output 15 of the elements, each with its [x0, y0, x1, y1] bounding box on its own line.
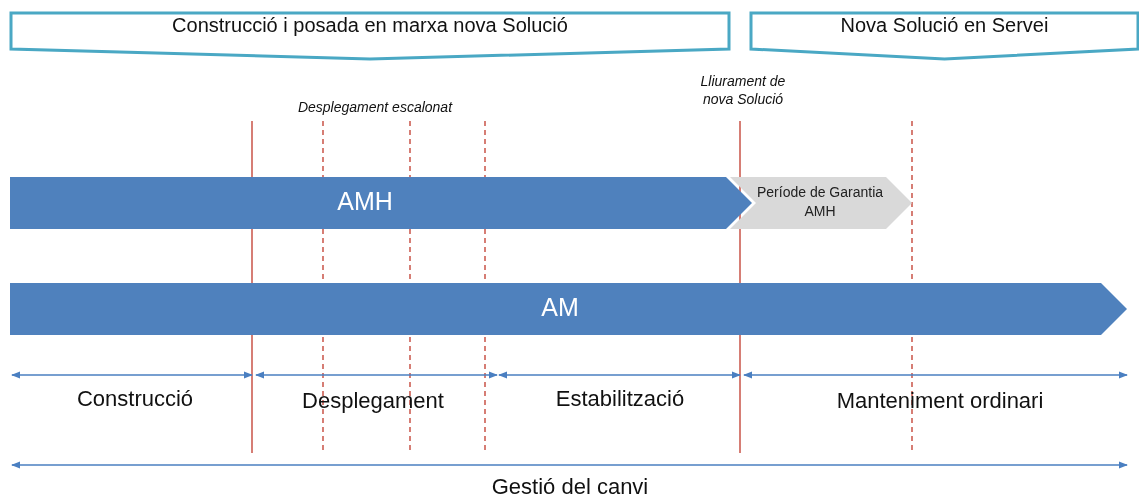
annotation-label: Desplegament escalonat	[296, 98, 454, 117]
phase-label: Manteniment ordinari	[835, 387, 1045, 415]
phase-banner	[10, 12, 730, 59]
phase-title: Construcció i posada en marxa nova Solució	[171, 14, 569, 38]
phase-title: Nova Solució en Servei	[839, 14, 1050, 38]
phase-label: Construcció	[75, 385, 195, 413]
bar-label: Període de Garantia AMH	[755, 183, 885, 221]
phase-label: Desplegament	[301, 387, 445, 415]
bar-label: AMH	[336, 187, 394, 217]
chevron-arrow	[730, 177, 912, 229]
phase-banner	[750, 12, 1139, 59]
bar-label: AM	[540, 293, 580, 323]
phase-label: Estabilització	[554, 385, 686, 413]
span-label: Gestió del canvi	[490, 473, 650, 499]
milestone-label: Lliurament de nova Solució	[699, 72, 787, 109]
